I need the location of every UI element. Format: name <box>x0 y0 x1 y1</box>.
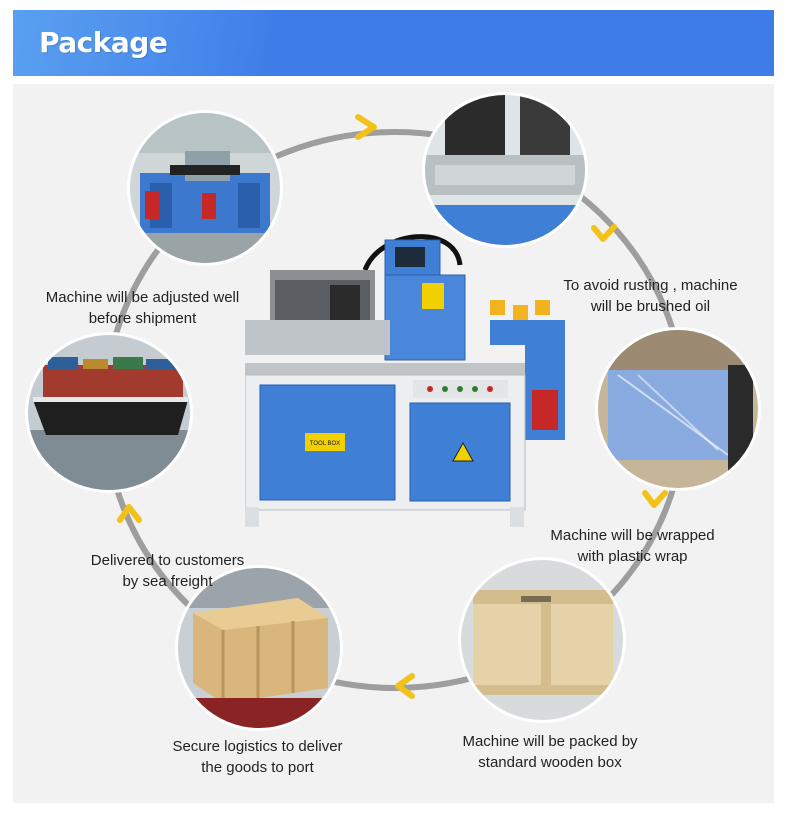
step-caption-sea-freight: Delivered to customers by sea freight <box>75 550 260 592</box>
toolbox-label: TOOL BOX <box>310 441 340 447</box>
caption-line: with plastic wrap <box>577 548 688 565</box>
arrow-icon-right-bottom <box>642 490 668 508</box>
caption-line: Machine will be adjusted well <box>45 289 240 306</box>
caption-line: will be brushed oil <box>590 298 711 315</box>
arrow-icon-left <box>117 504 142 523</box>
arrow-icon-bottom <box>395 673 415 699</box>
arrow-icon-top <box>355 114 377 140</box>
step-caption-logistics: Secure logistics to deliver the goods to… <box>160 736 355 778</box>
step-caption-oil: To avoid rusting , machine will be brush… <box>548 275 753 317</box>
caption-line: Secure logistics to deliver <box>172 738 343 755</box>
caption-line: To avoid rusting , machine <box>563 277 738 294</box>
caption-line: Delivered to customers <box>90 552 245 569</box>
machine-cable <box>362 234 463 272</box>
busbar-machine-illustration: TOOL BOX <box>245 234 565 527</box>
caption-line: Machine will be packed by <box>462 733 638 750</box>
header-swoosh <box>13 10 273 76</box>
page-title: Package <box>39 26 168 59</box>
caption-line: standard wooden box <box>478 754 622 771</box>
warning-icon <box>452 441 474 462</box>
header-banner: Package <box>13 10 774 76</box>
step-caption-wrap: Machine will be wrapped with plastic wra… <box>535 525 730 567</box>
caption-line: Machine will be wrapped <box>550 527 715 544</box>
step-caption-wooden-box: Machine will be packed by standard woode… <box>450 731 650 773</box>
brushed-oil-photo <box>425 95 585 245</box>
caption-line: the goods to port <box>201 759 314 776</box>
caption-line: before shipment <box>88 310 197 327</box>
sea-freight-photo <box>28 335 190 490</box>
caption-line: by sea freight <box>122 573 213 590</box>
plastic-wrap-photo <box>598 330 758 488</box>
arrow-icon-right-top <box>591 224 617 242</box>
wooden-box-photo <box>461 560 623 720</box>
logistics-photo <box>178 568 340 728</box>
step-caption-adjusted: Machine will be adjusted well before shi… <box>35 287 250 329</box>
